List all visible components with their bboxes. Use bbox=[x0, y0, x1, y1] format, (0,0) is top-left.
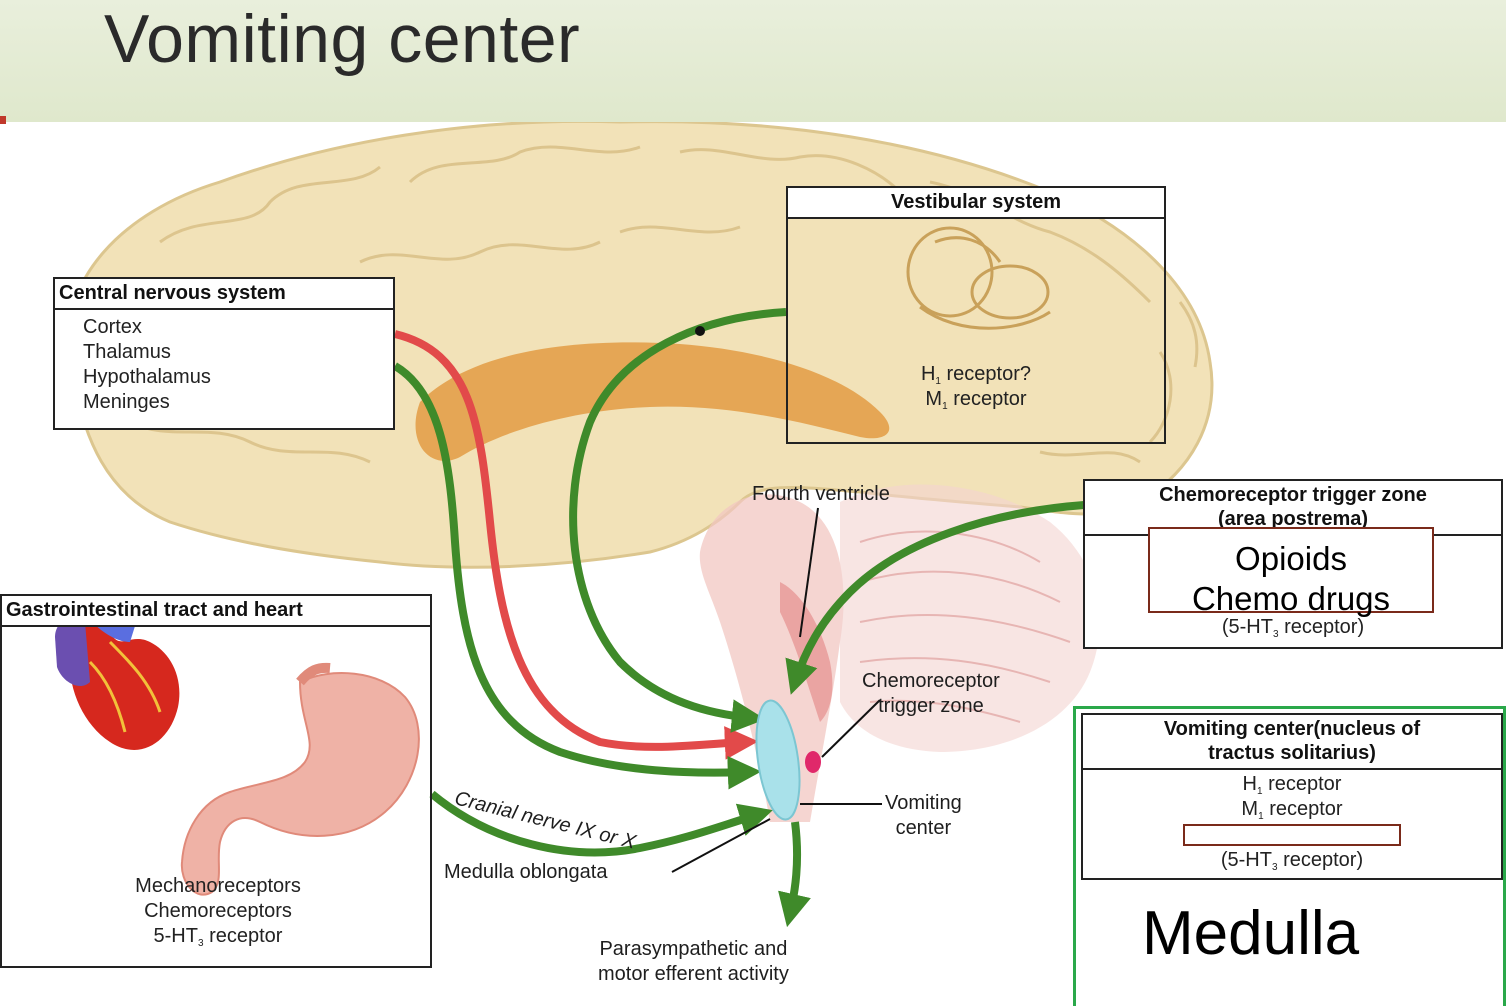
cns-item-thalamus: Thalamus bbox=[83, 341, 171, 363]
ctz-green-arrow bbox=[785, 501, 1085, 695]
vc-5ht3-receptor: (5-HT3 receptor) bbox=[1220, 849, 1364, 873]
corpus-callosum bbox=[415, 342, 890, 461]
vomiting-center-box: Vomiting center(nucleus of tractus solit… bbox=[1081, 713, 1503, 880]
gi-box: Gastrointestinal tract and heart Mechano… bbox=[0, 594, 432, 968]
vc-m1-receptor: M1 receptor bbox=[1241, 798, 1343, 822]
label-ctz: Chemoreceptor trigger zone bbox=[862, 670, 1000, 717]
ctz-dot bbox=[805, 751, 821, 773]
medulla-label: Medulla bbox=[1142, 899, 1360, 968]
output-green-arrow bbox=[778, 821, 811, 928]
brain-illustration bbox=[67, 122, 1214, 822]
cns-red-arrow bbox=[394, 330, 759, 760]
cns-item-cortex: Cortex bbox=[83, 316, 142, 338]
cns-header: Central nervous system bbox=[55, 279, 393, 310]
slide-title: Vomiting center bbox=[104, 1, 581, 77]
medulla-frame bbox=[1073, 706, 1506, 1006]
vestibular-m1-receptor: M1 receptor bbox=[925, 388, 1027, 412]
label-efferent-output: Parasympathetic and motor efferent activ… bbox=[598, 938, 789, 985]
heart-illustration bbox=[55, 596, 180, 750]
cerebellum-folds bbox=[859, 530, 1071, 723]
vomiting-center-header: Vomiting center(nucleus of tractus solit… bbox=[1083, 715, 1501, 770]
cns-green-arrow bbox=[392, 362, 762, 790]
stomach-illustration bbox=[180, 662, 420, 896]
vomiting-pathway-diagram bbox=[55, 122, 1214, 928]
vestibular-green-arrow bbox=[569, 308, 787, 733]
label-fourth-ventricle: Fourth ventricle bbox=[752, 483, 890, 505]
leader-lines bbox=[671, 507, 882, 873]
cns-item-hypothalamus: Hypothalamus bbox=[83, 366, 211, 388]
vestibular-h1-receptor: H1 receptor? bbox=[920, 363, 1032, 387]
cns-box: Central nervous system Cortex Thalamus H… bbox=[53, 277, 395, 430]
gi-chemoreceptors: Chemoreceptors bbox=[144, 900, 292, 922]
overlay-opioids: Opioids bbox=[1235, 540, 1347, 577]
gi-mechanoreceptors: Mechanoreceptors bbox=[135, 875, 301, 897]
vestibular-junction-dot bbox=[695, 326, 705, 336]
title-bar: Vomiting center bbox=[0, 0, 1506, 124]
vc-blank-box bbox=[1183, 824, 1401, 846]
cns-item-meninges: Meninges bbox=[83, 391, 170, 413]
vc-h1-receptor: H1 receptor bbox=[1242, 773, 1342, 797]
vestibular-box: Vestibular system H1 receptor? M1 recept… bbox=[786, 186, 1166, 444]
cranial-nerve-green-arrow bbox=[429, 790, 773, 857]
overlay-chemo-drugs: Chemo drugs bbox=[1191, 580, 1391, 617]
vestibular-header: Vestibular system bbox=[788, 188, 1164, 219]
label-medulla-oblongata: Medulla oblongata bbox=[444, 861, 608, 883]
gi-5ht3-receptor: 5-HT3 receptor bbox=[153, 925, 283, 949]
vomiting-center-nucleus bbox=[755, 699, 801, 821]
gi-header: Gastrointestinal tract and heart bbox=[2, 596, 430, 627]
vestibular-apparatus-icon bbox=[906, 226, 1051, 330]
label-vomiting-center: Vomiting center bbox=[885, 792, 962, 839]
ctz-receptor: (5-HT3 receptor) bbox=[1221, 616, 1365, 640]
pathway-arrows bbox=[392, 308, 1085, 928]
ctz-overlay-box: Opioids Chemo drugs bbox=[1148, 527, 1434, 617]
accent-mark bbox=[0, 116, 6, 124]
